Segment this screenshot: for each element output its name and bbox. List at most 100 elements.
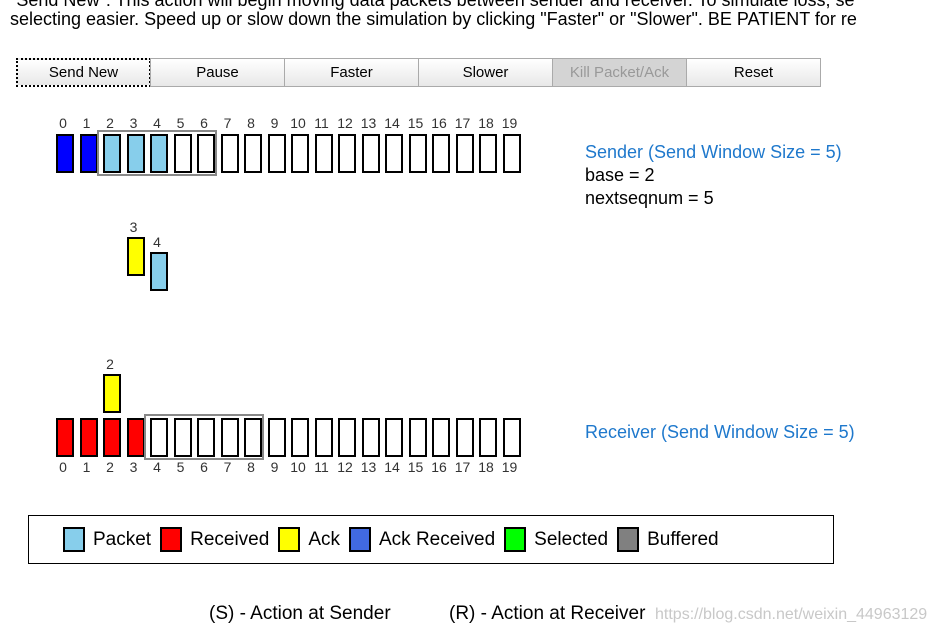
reset-button[interactable]: Reset [686, 58, 821, 87]
in-flight-ack[interactable] [103, 374, 121, 414]
legend-label: Ack Received [379, 528, 496, 550]
selected-swatch [504, 527, 527, 552]
receiver-seq-label: 3 [129, 459, 138, 475]
receiver-slot-17[interactable] [455, 418, 474, 457]
sender-seq-label: 12 [337, 115, 353, 131]
legend-label: Packet [93, 528, 152, 550]
receiver-title: Receiver (Send Window Size = 5) [585, 422, 855, 442]
sender-seq-label: 11 [314, 115, 329, 131]
received-swatch [160, 527, 183, 552]
receiver-slot-9[interactable] [267, 418, 286, 457]
sender-slot-19[interactable] [502, 134, 521, 173]
sender-slot-17[interactable] [455, 134, 474, 173]
sender-seq-label: 6 [200, 115, 208, 131]
receiver-slot-16[interactable] [432, 418, 450, 457]
sender-base: base = 2 [585, 165, 655, 185]
sender-slot-10[interactable] [291, 134, 309, 173]
legend-label: Selected [534, 528, 609, 550]
sender-slot-8[interactable] [244, 134, 262, 173]
receiver-seq-label: 0 [59, 459, 67, 475]
sender-action-note: (S) - Action at Sender [209, 603, 391, 624]
receiver-seq-label: 9 [270, 459, 279, 475]
legend-ack-received: Ack Received [349, 527, 495, 552]
receiver-seq-label: 1 [82, 459, 91, 475]
sender-seq-label: 15 [407, 115, 424, 131]
sender-slot-0[interactable] [56, 134, 74, 173]
sender-seq-label: 0 [59, 115, 67, 131]
legend: Packet Received Ack Ack Received Selecte… [28, 515, 834, 564]
control-toolbar: Send New Pause Faster Slower Kill Packet… [16, 58, 821, 87]
receiver-seq-label: 5 [176, 459, 185, 475]
sender-seq-label: 4 [153, 115, 161, 131]
ack-received-swatch [349, 527, 371, 552]
receiver-seq-label: 4 [153, 459, 161, 475]
receiver-slot-13[interactable] [361, 418, 380, 457]
in-flight-ack[interactable] [126, 236, 145, 276]
sender-slot-11[interactable] [314, 134, 333, 173]
sender-slot-12[interactable] [338, 134, 356, 173]
receiver-slot-8[interactable] [244, 418, 262, 457]
legend-selected: Selected [504, 527, 608, 552]
ack-swatch [278, 527, 301, 552]
legend-label: Received [190, 528, 270, 550]
slower-button[interactable]: Slower [418, 58, 553, 87]
receiver-slot-18[interactable] [479, 418, 497, 457]
sender-slot-3[interactable] [126, 134, 145, 173]
sender-slot-7[interactable] [220, 134, 239, 173]
in-flight-packet[interactable] [150, 252, 168, 292]
sender-slot-2[interactable] [103, 134, 121, 173]
receiver-seq-label: 6 [200, 459, 208, 475]
receiver-seq-label: 18 [478, 459, 494, 475]
receiver-slot-2[interactable] [103, 418, 121, 457]
sender-slot-1[interactable] [79, 134, 98, 173]
receiver-slot-7[interactable] [220, 418, 239, 457]
legend-ack: Ack [278, 527, 340, 552]
sender-seq-label: 3 [129, 115, 138, 131]
in-flight-seq-label: 4 [153, 234, 161, 251]
sender-seq-label: 13 [360, 115, 377, 131]
receiver-slot-12[interactable] [338, 418, 356, 457]
receiver-slot-6[interactable] [197, 418, 215, 457]
receiver-slot-15[interactable] [408, 418, 427, 457]
sender-seq-label: 8 [247, 115, 255, 131]
receiver-seq-label: 8 [247, 459, 255, 475]
receiver-slot-0[interactable] [56, 418, 74, 457]
sender-slot-9[interactable] [267, 134, 286, 173]
receiver-slot-3[interactable] [126, 418, 145, 457]
receiver-slot-10[interactable] [291, 418, 309, 457]
receiver-seq-label: 15 [407, 459, 424, 475]
sender-seq-label: 10 [290, 115, 306, 131]
sender-seq-label: 5 [176, 115, 185, 131]
watermark: https://blog.csdn.net/weixin_44963129 [655, 606, 928, 623]
sender-nextseqnum: nextseqnum = 5 [585, 188, 714, 208]
sender-seq-label: 2 [106, 115, 114, 131]
packet-swatch [63, 527, 85, 552]
receiver-slot-11[interactable] [314, 418, 333, 457]
sender-seq-label: 17 [454, 115, 471, 131]
sender-slot-13[interactable] [361, 134, 380, 173]
receiver-slot-19[interactable] [502, 418, 521, 457]
receiver-slot-5[interactable] [173, 418, 192, 457]
sender-slot-14[interactable] [385, 134, 403, 173]
receiver-seq-label: 10 [290, 459, 306, 475]
sender-slot-6[interactable] [197, 134, 215, 173]
sender-slot-16[interactable] [432, 134, 450, 173]
receiver-slot-4[interactable] [150, 418, 168, 457]
receiver-slot-14[interactable] [385, 418, 403, 457]
instructions-line-2: selecting easier. Speed up or slow down … [10, 9, 857, 29]
legend-label: Ack [308, 528, 340, 550]
send-new-button[interactable]: Send New [16, 58, 151, 87]
sender-window [97, 130, 217, 176]
sender-slot-5[interactable] [173, 134, 192, 173]
instructions-line-1: "Send New": This action will begin movin… [10, 0, 855, 10]
sender-slot-4[interactable] [150, 134, 168, 173]
sender-slot-15[interactable] [408, 134, 427, 173]
pause-button[interactable]: Pause [150, 58, 285, 87]
receiver-seq-label: 19 [501, 459, 518, 475]
receiver-action-note: (R) - Action at Receiver [449, 603, 646, 624]
receiver-seq-label: 14 [384, 459, 400, 475]
kill-packet-ack-button: Kill Packet/Ack [552, 58, 687, 87]
sender-slot-18[interactable] [479, 134, 497, 173]
receiver-slot-1[interactable] [79, 418, 98, 457]
faster-button[interactable]: Faster [284, 58, 419, 87]
